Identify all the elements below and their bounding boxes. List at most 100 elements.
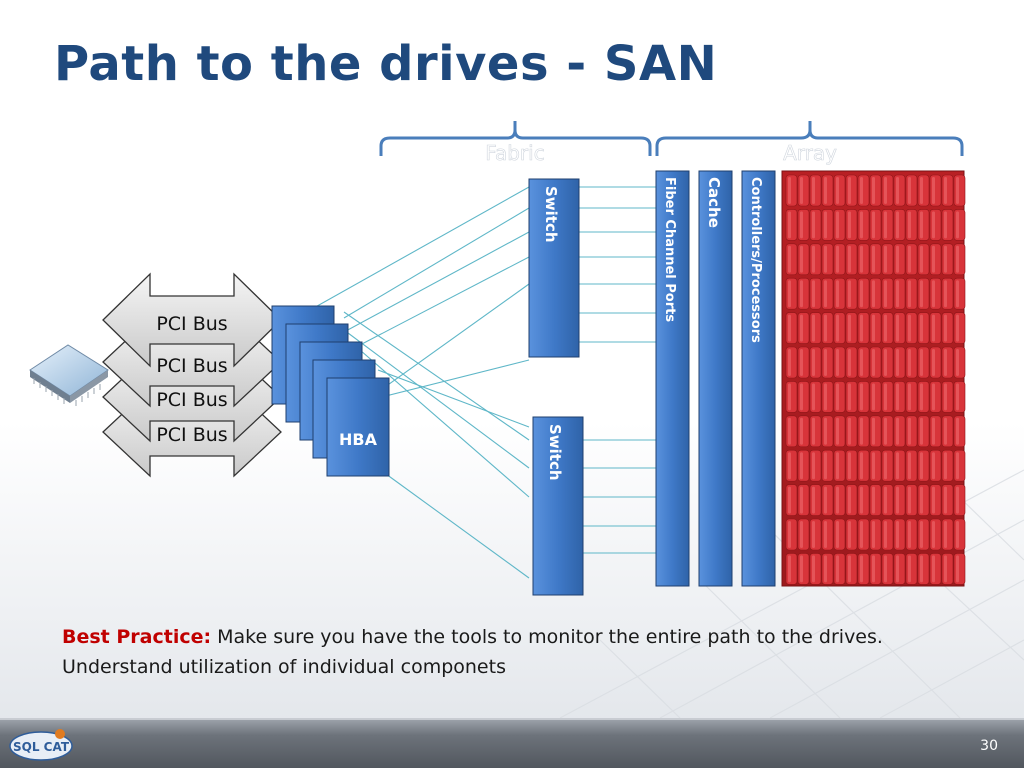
drive-highlight <box>956 245 959 273</box>
drive-highlight <box>884 280 887 308</box>
drive-highlight <box>908 245 911 273</box>
drive-highlight <box>908 314 911 342</box>
controllers-processors-label: Controllers/Processors <box>748 177 763 343</box>
drive-cylinder <box>797 381 810 413</box>
drive-cylinder <box>809 243 822 276</box>
pci-bus-label: PCI Bus <box>156 424 227 446</box>
drive-cylinder <box>881 277 894 310</box>
drive-cylinder <box>917 174 930 207</box>
drive-cylinder <box>833 415 846 448</box>
drive-cylinder <box>785 174 798 207</box>
drive-highlight <box>872 314 875 342</box>
drive-cylinder <box>857 312 870 344</box>
drive-highlight <box>800 486 803 514</box>
drive-cylinder <box>953 484 966 516</box>
drive-cylinder <box>833 553 846 585</box>
drive-highlight <box>884 349 887 376</box>
drive-highlight <box>800 349 803 376</box>
drive-cylinder <box>941 553 954 585</box>
drive-highlight <box>908 349 911 376</box>
drive-cylinder <box>809 174 822 207</box>
drive-highlight <box>800 211 803 239</box>
drive-highlight <box>884 245 887 273</box>
drive-cylinder <box>869 209 882 241</box>
drive-cylinder <box>905 174 918 207</box>
drive-cylinder <box>869 518 882 551</box>
drive-cylinder <box>785 449 798 482</box>
drive-highlight <box>920 314 923 342</box>
drive-highlight <box>956 280 959 308</box>
drive-cylinder <box>869 381 882 413</box>
drive-highlight <box>824 349 827 376</box>
drive-cylinder <box>857 381 870 413</box>
drive-highlight <box>872 280 875 308</box>
fabric-label: Fabric <box>485 141 544 165</box>
drive-highlight <box>800 521 803 548</box>
drive-cylinder <box>785 415 798 448</box>
drive-cylinder <box>929 346 942 379</box>
drive-cylinder <box>857 484 870 516</box>
drive-highlight <box>848 211 851 239</box>
drive-highlight <box>836 177 839 204</box>
drive-cylinder <box>821 518 834 551</box>
drive-cylinder <box>869 243 882 276</box>
drive-highlight <box>824 555 827 583</box>
drive-cylinder <box>881 209 894 241</box>
drive-cylinder <box>893 346 906 379</box>
drive-grid <box>785 174 966 585</box>
drive-cylinder <box>857 518 870 551</box>
drive-highlight <box>836 280 839 308</box>
drive-highlight <box>848 177 851 204</box>
drive-cylinder <box>893 312 906 344</box>
drive-highlight <box>956 383 959 411</box>
drive-highlight <box>824 521 827 548</box>
drive-highlight <box>872 349 875 376</box>
drive-cylinder <box>953 346 966 379</box>
drive-cylinder <box>809 553 822 585</box>
drive-cylinder <box>881 346 894 379</box>
drive-highlight <box>872 486 875 514</box>
drive-cylinder <box>881 484 894 516</box>
drive-highlight <box>836 521 839 548</box>
drive-cylinder <box>821 243 834 276</box>
drive-highlight <box>860 280 863 308</box>
drive-cylinder <box>929 243 942 276</box>
drive-highlight <box>896 417 899 445</box>
drive-cylinder <box>797 209 810 241</box>
drive-cylinder <box>917 243 930 276</box>
drive-highlight <box>836 555 839 583</box>
drive-highlight <box>848 349 851 376</box>
drive-cylinder <box>821 415 834 448</box>
drive-cylinder <box>893 415 906 448</box>
drive-cylinder <box>833 449 846 482</box>
drive-cylinder <box>797 415 810 448</box>
drive-cylinder <box>857 346 870 379</box>
drive-cylinder <box>797 277 810 310</box>
drive-highlight <box>884 521 887 548</box>
drive-highlight <box>920 555 923 583</box>
drive-highlight <box>956 211 959 239</box>
drive-highlight <box>908 521 911 548</box>
drive-highlight <box>812 280 815 308</box>
drive-highlight <box>896 314 899 342</box>
drive-highlight <box>920 486 923 514</box>
switch-bottom: Switch <box>532 416 584 596</box>
drive-cylinder <box>881 381 894 413</box>
drive-cylinder <box>785 312 798 344</box>
drive-highlight <box>836 417 839 445</box>
drive-highlight <box>884 177 887 204</box>
best-practice-label: Best Practice: <box>62 626 212 648</box>
drive-cylinder <box>845 415 858 448</box>
drive-highlight <box>836 349 839 376</box>
drive-highlight <box>824 211 827 239</box>
drive-highlight <box>884 211 887 239</box>
drive-cylinder <box>821 346 834 379</box>
drive-cylinder <box>869 277 882 310</box>
fiber-channel-ports-label: Fiber Channel Ports <box>662 177 677 322</box>
drive-cylinder <box>797 243 810 276</box>
drive-highlight <box>920 245 923 273</box>
drive-highlight <box>896 383 899 411</box>
drive-cylinder <box>809 415 822 448</box>
drive-highlight <box>860 211 863 239</box>
drive-cylinder <box>917 209 930 241</box>
